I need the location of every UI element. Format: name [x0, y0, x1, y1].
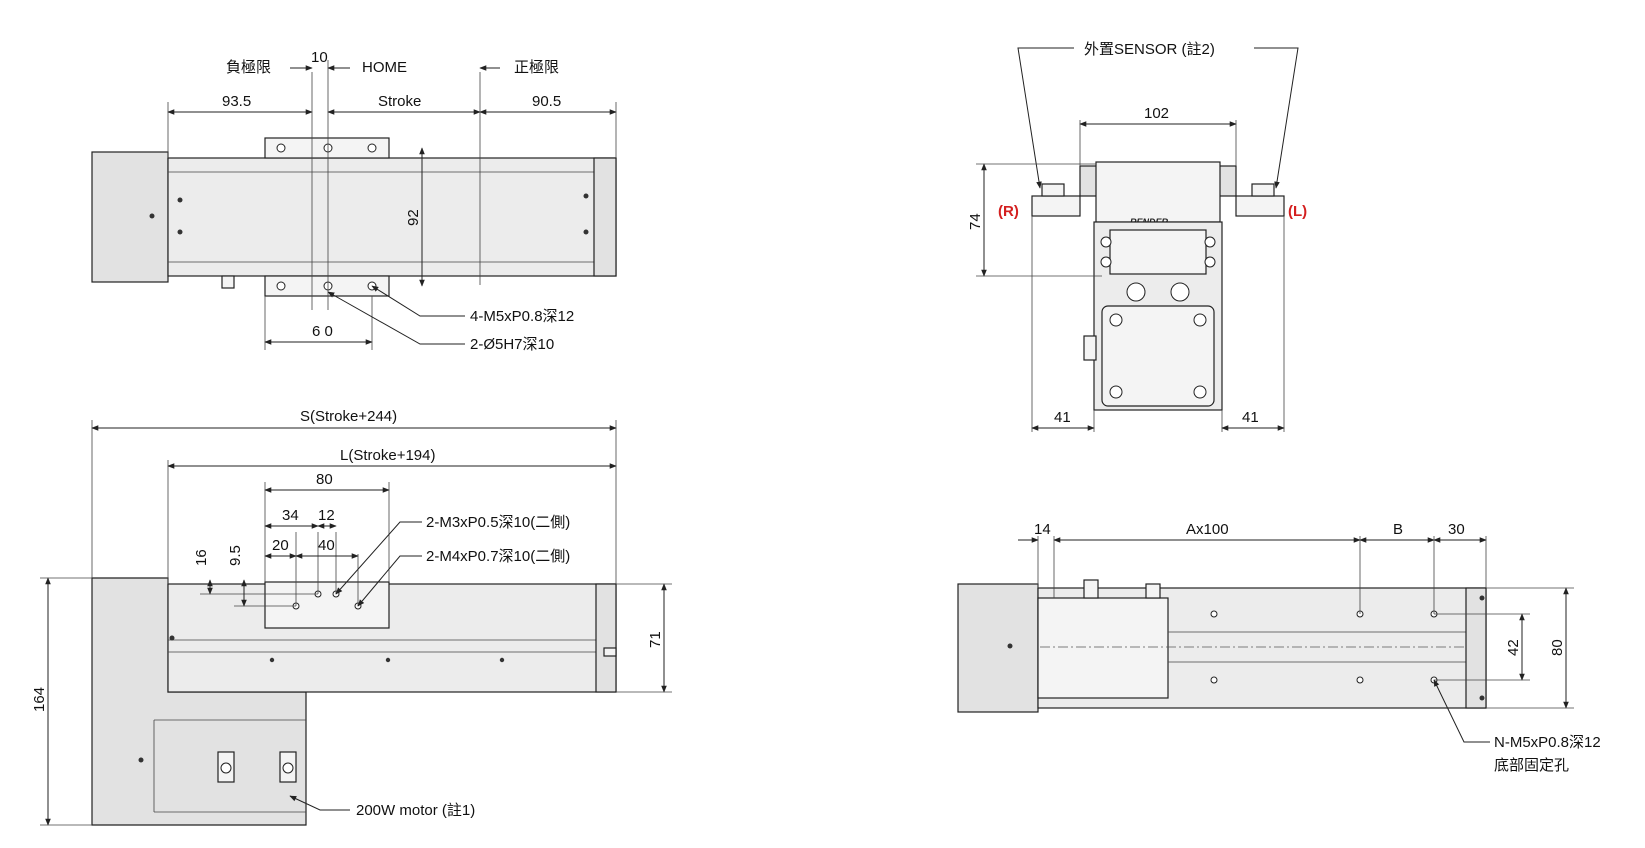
motor-block-bottom [957, 583, 1039, 713]
label-10: 10 [311, 49, 328, 66]
dim-90-5: 90.5 [532, 93, 561, 110]
label-r: (R) [998, 203, 1019, 220]
dim-12: 12 [318, 507, 335, 524]
dim-14: 14 [1034, 521, 1051, 538]
dim-40: 40 [318, 537, 335, 554]
bottom-view: 14 Ax100 B 30 42 80 N-M5xP0.8深12 底部固定孔 [957, 521, 1601, 774]
dim-80-side: 80 [316, 471, 333, 488]
dim-93-5: 93.5 [222, 93, 251, 110]
dim-80-bottom: 80 [1549, 639, 1566, 656]
note-n-m5-holes: N-M5xP0.8深12 [1494, 734, 1601, 751]
label-pos-limit: 正極限 [514, 59, 559, 76]
dim-ax100: Ax100 [1186, 521, 1229, 538]
actuator-body-side [167, 583, 617, 693]
dim-16: 16 [193, 549, 210, 566]
motor-block-top [91, 151, 169, 283]
dim-41-left: 41 [1054, 409, 1071, 426]
dim-30: 30 [1448, 521, 1465, 538]
dim-41-right: 41 [1242, 409, 1259, 426]
dim-stroke: Stroke [378, 93, 421, 110]
note-m5-holes: 4-M5xP0.8深12 [470, 308, 574, 325]
note-fixing-holes: 底部固定孔 [1494, 757, 1569, 774]
dim-42: 42 [1505, 639, 1522, 656]
top-view: 負極限 10 HOME 正極限 93.5 Stroke 90.5 92 6 0 … [91, 49, 617, 353]
side-view: S(Stroke+244) L(Stroke+194) 80 34 12 20 … [31, 408, 672, 826]
end-view: RENDER 外置SENSOR (註2) 102 74 (R) (L) 41 4… [967, 41, 1307, 432]
dim-71: 71 [647, 631, 664, 648]
note-m3-holes: 2-M3xP0.5深10(二側) [426, 514, 570, 531]
dim-b: B [1393, 521, 1403, 538]
sensor-right [1235, 195, 1285, 217]
dim-s: S(Stroke+244) [300, 408, 397, 425]
dim-l: L(Stroke+194) [340, 447, 435, 464]
dim-34: 34 [282, 507, 299, 524]
dim-60: 6 0 [312, 323, 333, 340]
note-motor: 200W motor (註1) [356, 802, 475, 819]
dim-92: 92 [405, 209, 422, 226]
motor-flange-end [1101, 305, 1215, 407]
note-d5-pins: 2-Ø5H7深10 [470, 336, 554, 353]
dim-164: 164 [31, 687, 48, 712]
label-neg-limit: 負極限 [226, 59, 271, 76]
actuator-body-top [167, 157, 617, 277]
sensor-label: 外置SENSOR (註2) [1084, 41, 1215, 58]
dim-9-5: 9.5 [227, 545, 244, 566]
dim-102: 102 [1144, 105, 1169, 122]
label-home: HOME [362, 59, 407, 76]
slider-side [264, 581, 390, 629]
sensor-left [1031, 195, 1081, 217]
note-m4-holes: 2-M4xP0.7深10(二側) [426, 548, 570, 565]
bottom-carriage [1037, 597, 1169, 699]
dim-20: 20 [272, 537, 289, 554]
label-l: (L) [1288, 203, 1307, 220]
dim-74: 74 [967, 213, 984, 230]
